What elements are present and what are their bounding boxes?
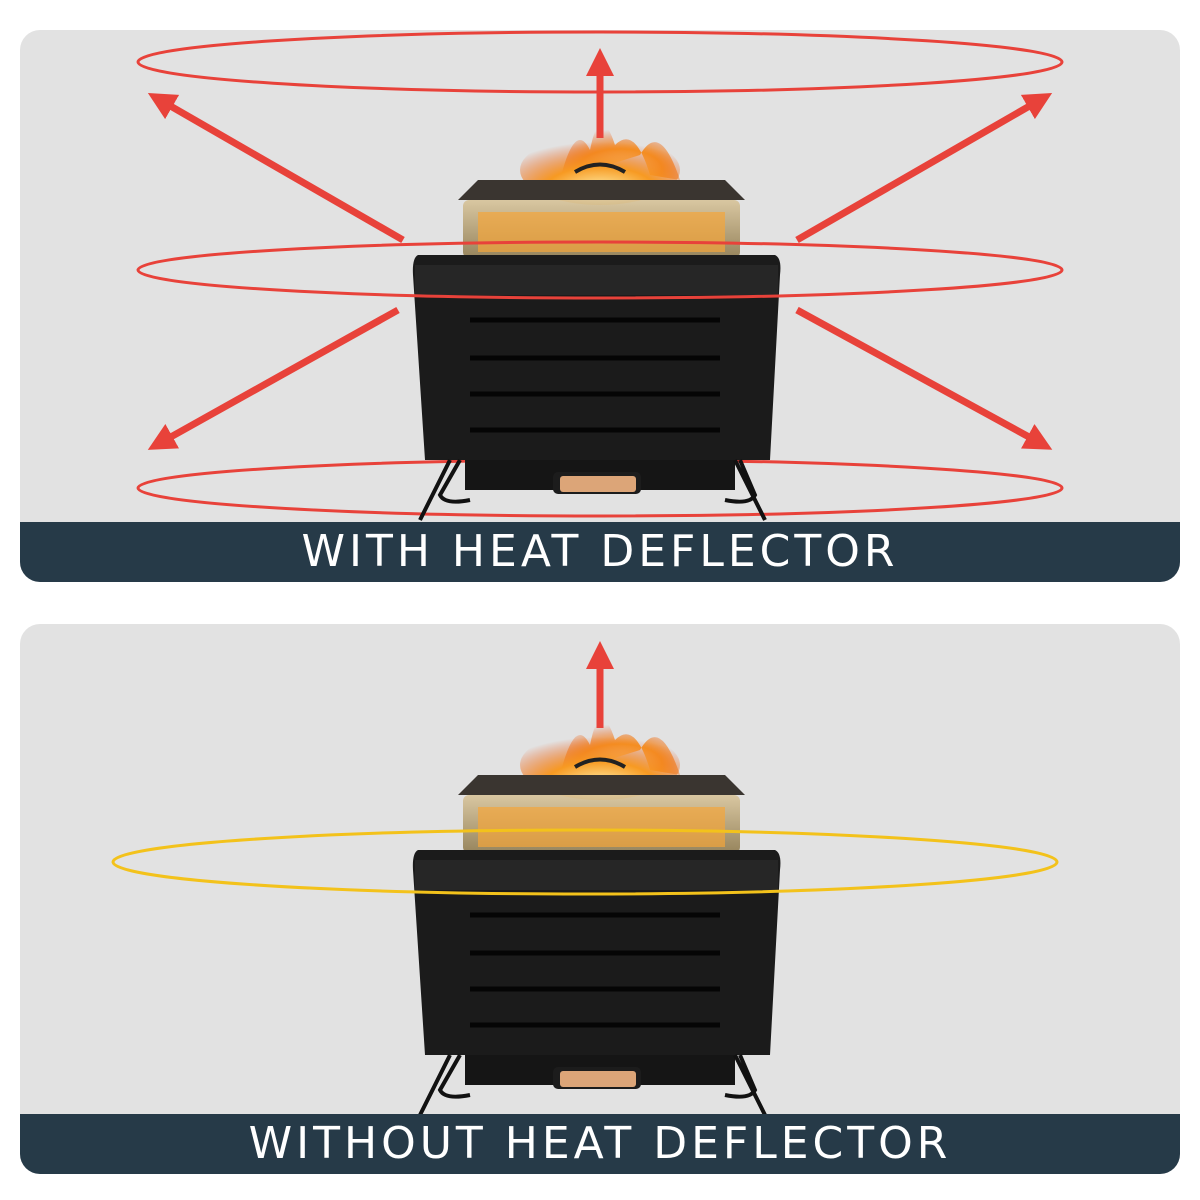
heat-arrow-down-right <box>795 306 1053 450</box>
heat-ring-middle <box>136 240 1064 300</box>
fire-pit-image <box>413 124 781 520</box>
heat-arrow-down-left <box>147 306 400 450</box>
heat-ring-yellow <box>111 828 1059 896</box>
without-deflector-panel: WITHOUT HEAT DEFLECTOR <box>20 624 1180 1174</box>
with-deflector-panel: WITH HEAT DEFLECTOR <box>20 30 1180 582</box>
heat-arrow-up-left <box>147 93 405 244</box>
without-deflector-diagram <box>111 641 1059 1174</box>
with-deflector-diagram <box>136 30 1064 582</box>
caption-banner: WITH HEAT DEFLECTOR <box>20 522 1180 582</box>
fire-pit-image <box>413 719 781 1115</box>
heat-arrow-up-right <box>795 93 1053 244</box>
caption-banner: WITHOUT HEAT DEFLECTOR <box>20 1114 1180 1174</box>
